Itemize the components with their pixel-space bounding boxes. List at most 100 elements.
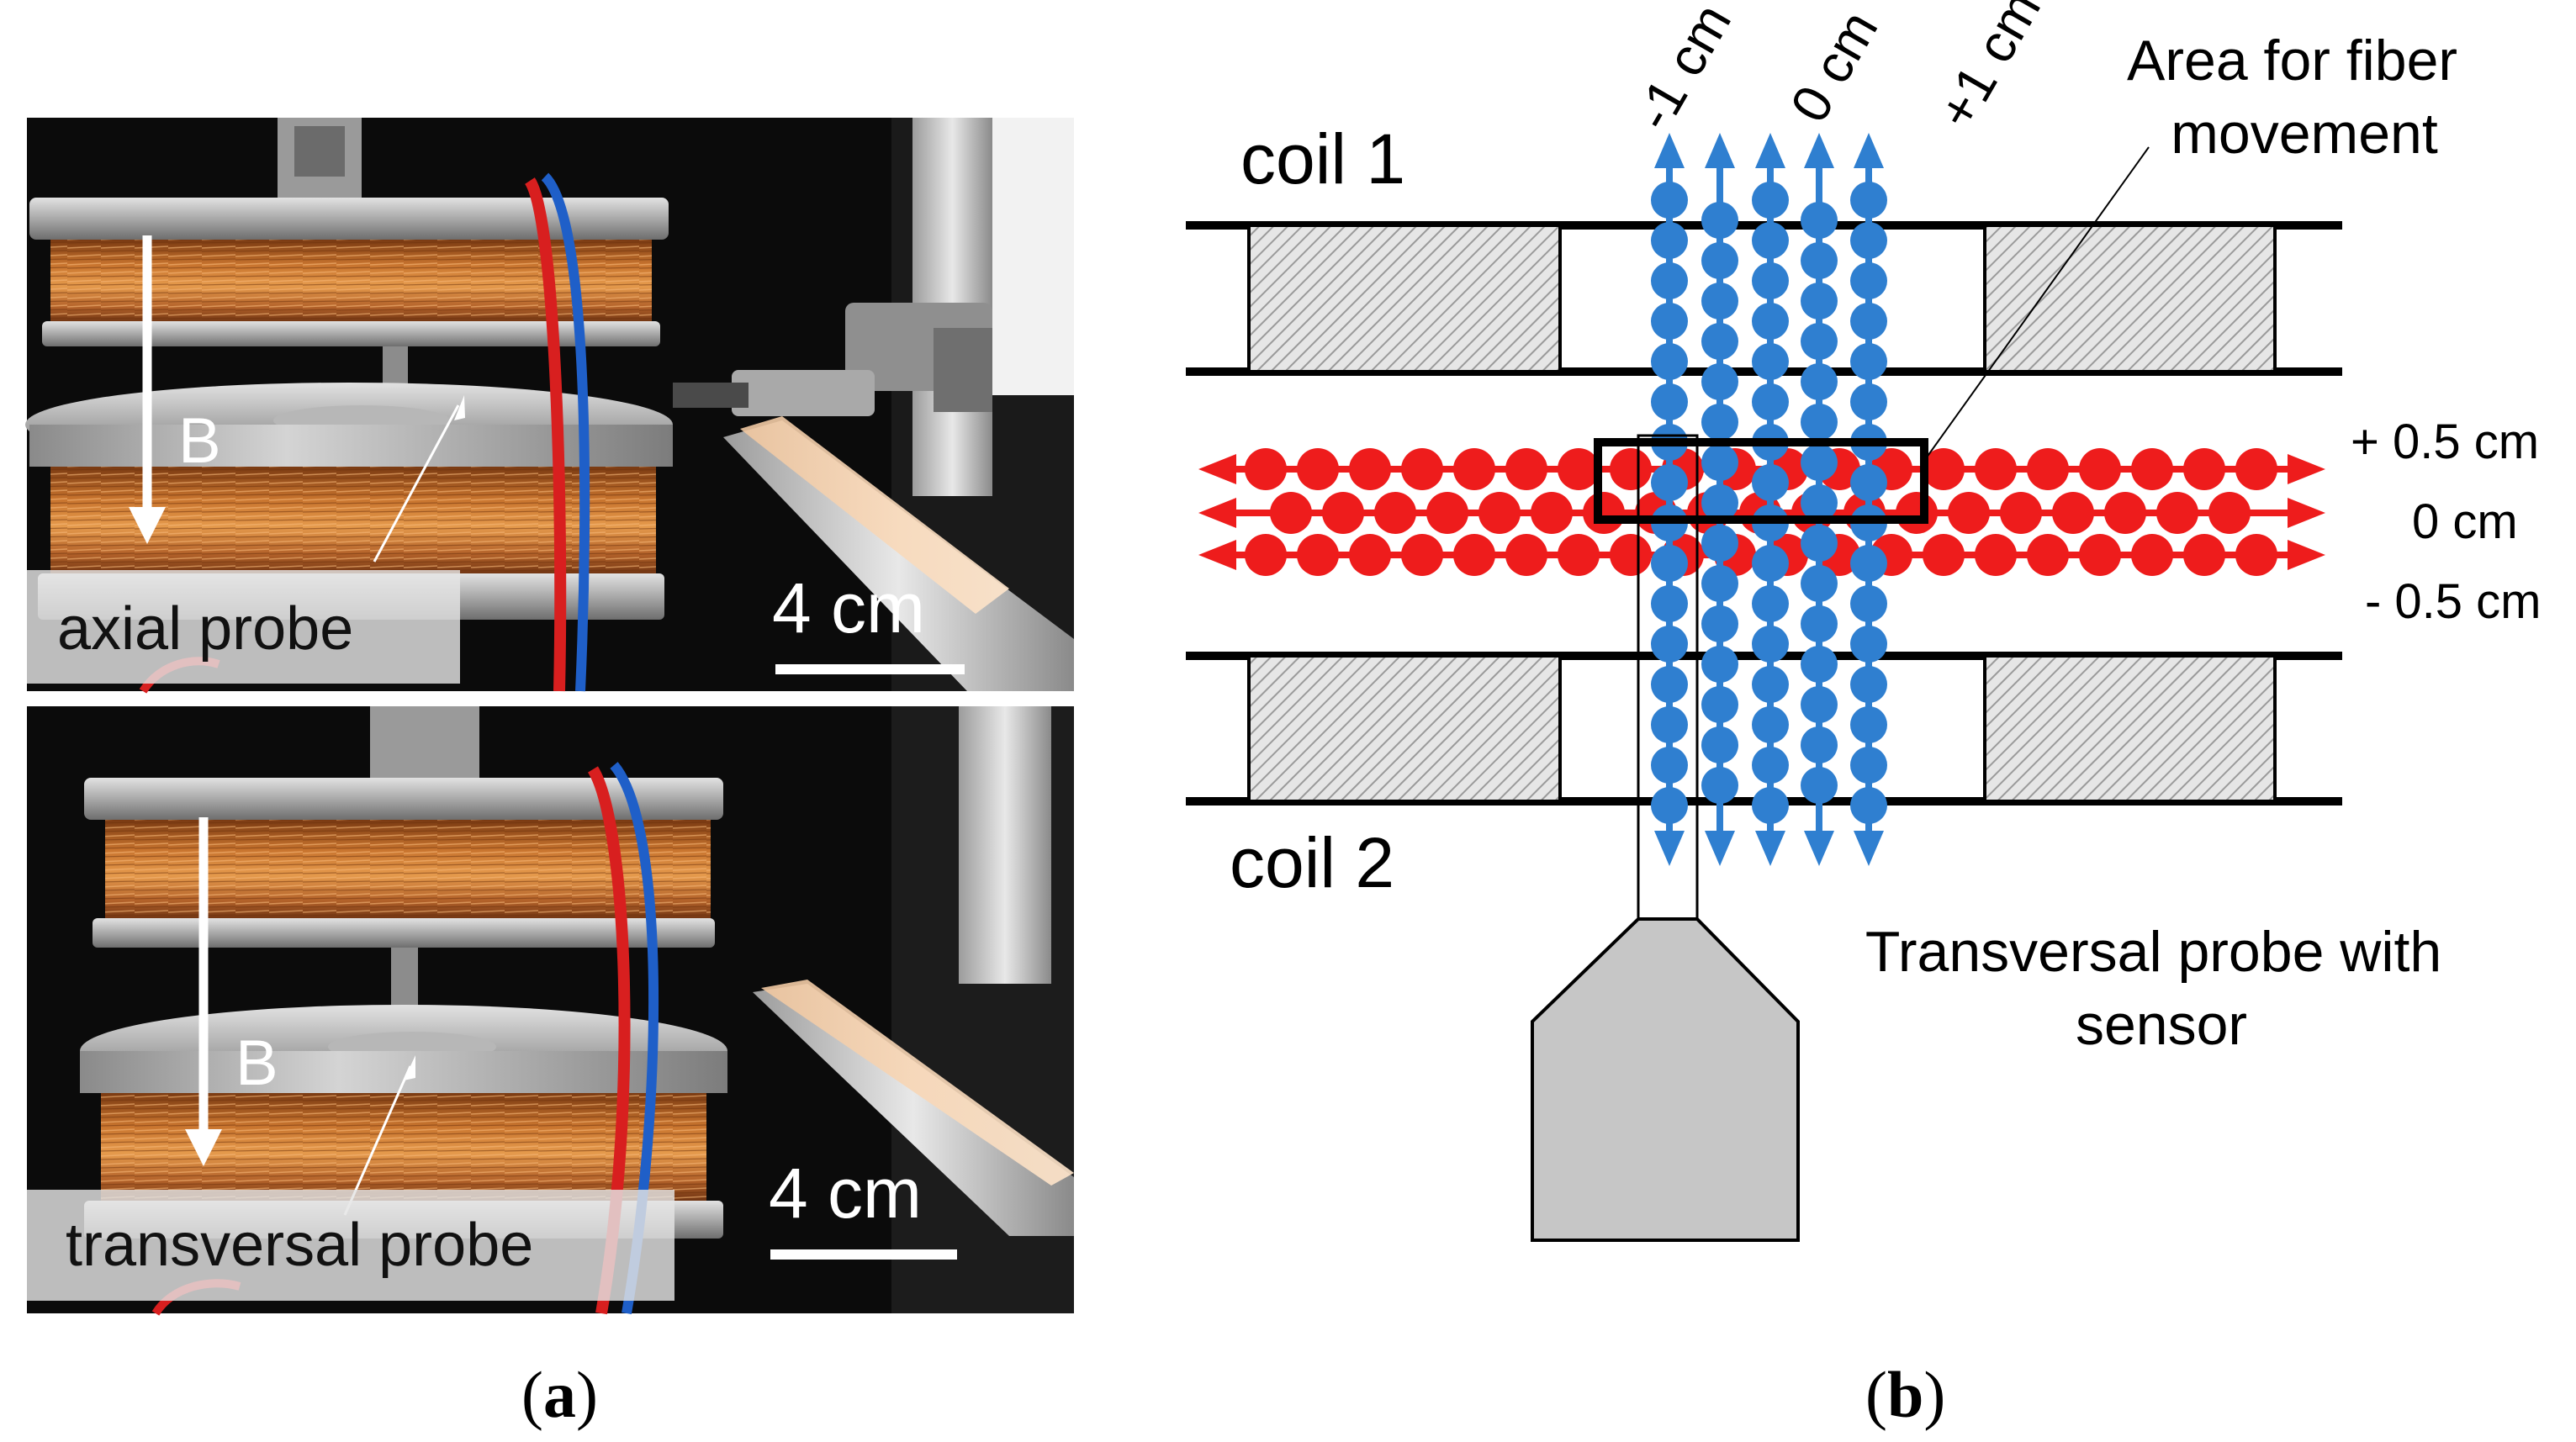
blue-path-dot: [1752, 222, 1789, 259]
blue-path-dot: [1701, 525, 1738, 562]
blue-path-dot: [1850, 303, 1887, 340]
caption-a: (a): [521, 1358, 598, 1431]
blue-path-dot: [1701, 767, 1738, 804]
transversal-probe: [1531, 434, 1800, 1242]
red-path-dot: [2079, 534, 2121, 576]
red-path-dot: [1505, 448, 1547, 490]
ruler-sheet: [992, 118, 1074, 395]
blue-path-dot: [1801, 283, 1838, 320]
blue-path-dot: [1701, 646, 1738, 683]
blue-path-arrow-up: [1804, 133, 1834, 168]
red-path-dot: [1453, 448, 1495, 490]
scale-label-top: 4 cm: [772, 568, 925, 647]
blue-path-dot: [1752, 626, 1789, 663]
red-path-dot: [2183, 534, 2225, 576]
red-path-dot: [1349, 448, 1391, 490]
red-path-arrow-left: [1198, 498, 1236, 528]
blue-path-dot: [1850, 706, 1887, 743]
caption-b: (b): [1865, 1358, 1945, 1431]
red-path-arrow-left: [1198, 540, 1236, 570]
blue-path-dot: [1801, 686, 1838, 723]
blue-path-dot: [1701, 726, 1738, 763]
blue-path-dot: [1701, 444, 1738, 481]
red-path-dot: [1401, 448, 1443, 490]
area-label: Area for fiber movement: [2127, 29, 2473, 166]
red-path-dot: [1610, 534, 1652, 576]
blue-path-dot: [1701, 686, 1738, 723]
red-path-dot: [1531, 492, 1573, 534]
red-path-dot: [2208, 492, 2251, 534]
red-path-dot: [1558, 534, 1600, 576]
coil-1-winding-right: [1983, 224, 2277, 373]
blue-path-dot: [1801, 484, 1838, 521]
blue-path-dot: [1801, 444, 1838, 481]
red-path-dot: [2235, 448, 2277, 490]
blue-path-dot: [1701, 283, 1738, 320]
red-path-dot: [1975, 448, 2017, 490]
blue-path-dot: [1651, 343, 1688, 380]
blue-path-dot: [1701, 484, 1738, 521]
blue-path-dot: [1651, 464, 1688, 501]
blue-path: [1701, 133, 1738, 866]
blue-offset-minus-1: -1 cm: [1623, 0, 1743, 140]
red-path-dot: [1558, 448, 1600, 490]
blue-path: [1752, 133, 1789, 866]
slide-rail: [723, 420, 1074, 691]
red-path-dot: [2104, 492, 2146, 534]
blue-path-dot: [1850, 626, 1887, 663]
blue-path-arrow-down: [1854, 831, 1884, 866]
coil-1: coil 1: [1186, 119, 2342, 376]
blue-path-dot: [1801, 525, 1838, 562]
red-path-dot: [2079, 448, 2121, 490]
red-offset-0: 0 cm: [2412, 494, 2518, 549]
blue-path-dot: [1651, 626, 1688, 663]
blue-path-dot: [1651, 666, 1688, 703]
transversal-probe-label: transversal probe: [66, 1212, 533, 1279]
red-path-dot: [1478, 492, 1521, 534]
red-path-dot: [2052, 492, 2094, 534]
red-path-dot: [2027, 534, 2069, 576]
scale-bar-bottom: [770, 1249, 957, 1260]
red-path-arrow-right: [2288, 454, 2325, 484]
probe-label-box: [27, 1190, 674, 1301]
area-pointer-line: [1923, 146, 2150, 462]
blue-path-dot: [1752, 182, 1789, 219]
blue-path-dot: [1701, 404, 1738, 441]
blue-path-dot: [1651, 222, 1688, 259]
blue-path-dot: [1651, 262, 1688, 299]
red-path-dot: [1923, 448, 1965, 490]
blue-path-dot: [1850, 222, 1887, 259]
axial-probe-label: axial probe: [57, 595, 353, 663]
red-path-dot: [2183, 448, 2225, 490]
blue-path-dot: [1801, 726, 1838, 763]
blue-path-dot: [1651, 303, 1688, 340]
red-path-dot: [1245, 448, 1287, 490]
red-path-dot: [2131, 448, 2173, 490]
probe-label-box: [27, 570, 460, 684]
blue-path-dot: [1701, 202, 1738, 239]
red-path-dot: [2027, 448, 2069, 490]
red-path-dot: [1453, 534, 1495, 576]
blue-path-arrow-up: [1854, 133, 1884, 168]
red-path-arrow-left: [1198, 454, 1236, 484]
blue-path-dot: [1850, 787, 1887, 824]
red-offset-minus-half: - 0.5 cm: [2365, 574, 2542, 629]
blue-path-dot: [1850, 383, 1887, 420]
blue-path-dot: [1801, 404, 1838, 441]
red-path-dot: [1401, 534, 1443, 576]
scale-label-bottom: 4 cm: [769, 1154, 922, 1233]
blue-path-dot: [1801, 323, 1838, 360]
coil-1-winding-left: [1247, 224, 1562, 373]
blue-path: [1651, 133, 1688, 866]
blue-path-dot: [1801, 767, 1838, 804]
red-path-dot: [1374, 492, 1416, 534]
panel-a: B axial probe 4 cm: [25, 118, 1074, 1431]
coil-2-winding-left: [1247, 654, 1562, 803]
blue-path-arrow-up: [1705, 133, 1735, 168]
blue-path-dot: [1651, 747, 1688, 784]
blue-path-dot: [1850, 545, 1887, 582]
blue-path-arrow-up: [1755, 133, 1785, 168]
blue-path-dot: [1701, 323, 1738, 360]
blue-path-dot: [1752, 383, 1789, 420]
blue-path-dot: [1850, 182, 1887, 219]
